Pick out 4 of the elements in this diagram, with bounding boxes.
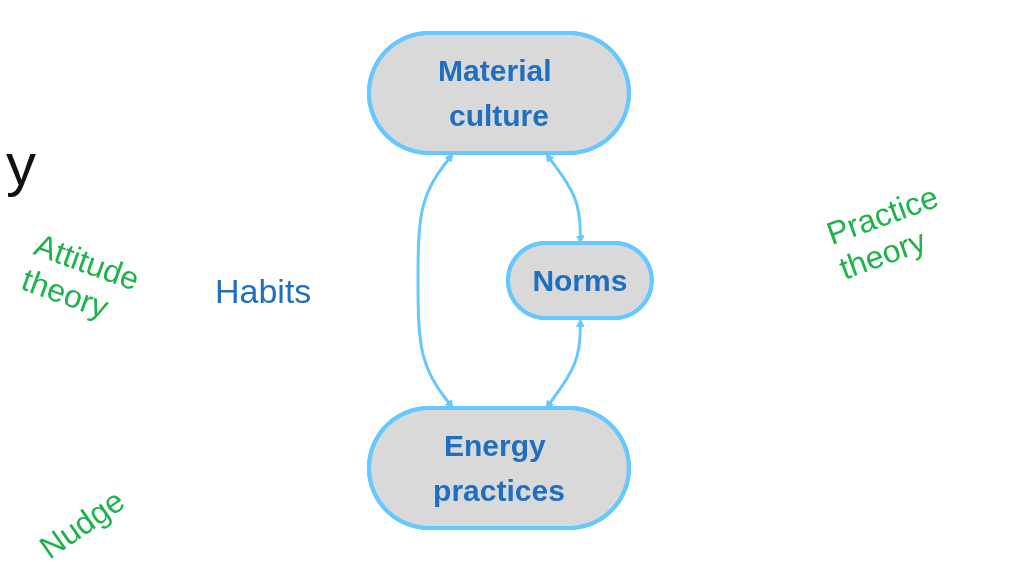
text-label: Attitude theory bbox=[16, 226, 146, 328]
text-label: y bbox=[6, 130, 36, 199]
text-label: Habits bbox=[215, 272, 312, 311]
text-label: Practice theory bbox=[821, 177, 944, 288]
